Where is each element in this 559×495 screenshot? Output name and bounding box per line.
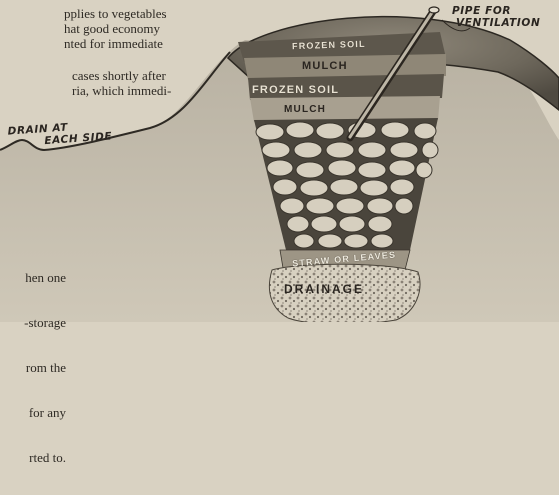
text-line: cases shortly after [72, 68, 166, 83]
frozen-soil-lower-label: FROZEN SOIL [252, 84, 339, 96]
text-line: hen one [0, 270, 66, 285]
drainage-label: DRAINAGE [284, 282, 364, 296]
text-line: pplies to vegetables [64, 6, 167, 21]
text-line: rted to. [0, 450, 66, 465]
article-text-bottom: hen one -storage rom the for any rted to… [0, 240, 66, 495]
label-line: PIPE FOR [452, 5, 511, 17]
pipe-for-ventilation-label: PIPE FOR VENTILATION [452, 5, 540, 29]
page-scan: pplies to vegetables hat good economy nt… [0, 0, 559, 322]
text-line: ria, which immedi- [72, 83, 171, 98]
mulch-lower-layer [250, 96, 440, 122]
article-text-middle: cases shortly after ria, which immedi- [72, 68, 158, 98]
text-line: nted for immediate [64, 36, 163, 51]
text-line: for any [0, 405, 66, 420]
label-line: VENTILATION [452, 17, 540, 29]
article-text-top: pplies to vegetables hat good economy nt… [64, 6, 158, 51]
text-line: rom the [0, 360, 66, 375]
mulch-top-label: MULCH [302, 60, 348, 72]
mulch-lower-label: MULCH [284, 104, 326, 115]
text-line: hat good economy [64, 21, 160, 36]
text-line: -storage [0, 315, 66, 330]
